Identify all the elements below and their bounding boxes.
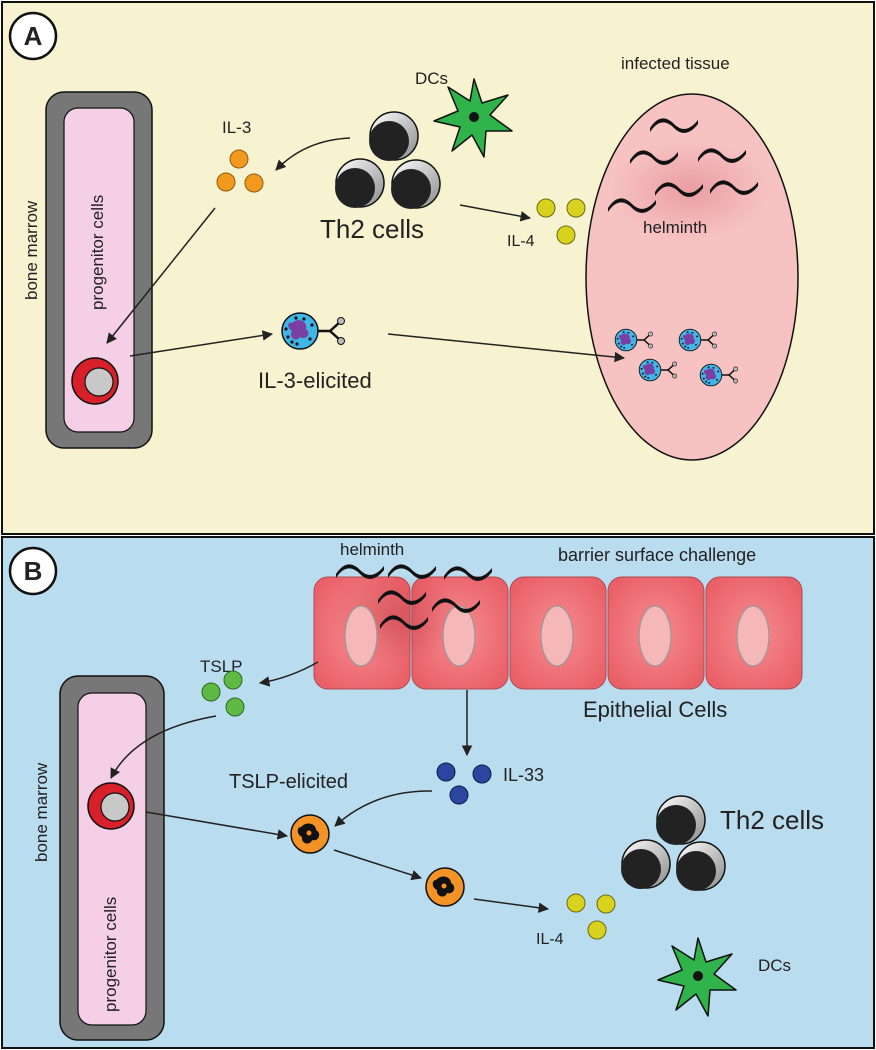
th2-b-label: Th2 cells [720, 805, 824, 835]
barrier-label: barrier surface challenge [558, 545, 756, 565]
panel-a-letter: A [24, 21, 43, 51]
il33-label: IL-33 [503, 765, 544, 785]
tslp-elicited-label: TSLP-elicited [229, 771, 348, 793]
panel-a: A bone marrow progenitor cells IL-3 Th2 … [1, 1, 875, 535]
dcs-label: DCs [415, 69, 448, 88]
il4-b-label: IL-4 [536, 931, 564, 948]
panel-b: B barrier surface challenge helminth Epi… [1, 536, 875, 1049]
il33-dots [436, 762, 492, 805]
tslp-dots [201, 670, 245, 717]
progenitor-b-label: progenitor cells [101, 897, 120, 1012]
helminth-b-label: helminth [340, 540, 404, 559]
bone-marrow-label: bone marrow [22, 200, 41, 300]
tslp-basophil-1 [290, 814, 330, 854]
tslp-basophil-2 [425, 867, 465, 907]
dcs-b-label: DCs [758, 956, 791, 975]
il3-dots [216, 149, 264, 193]
panel-a-arrows [106, 137, 626, 363]
il3-label: IL-3 [222, 118, 251, 137]
helminth-label: helminth [643, 218, 707, 237]
progenitor-cells-label: progenitor cells [88, 195, 107, 310]
panel-b-letter: B [24, 556, 43, 586]
progenitor-cell-b [87, 782, 135, 830]
th2-label: Th2 cells [320, 214, 424, 244]
panel-b-badge [8, 546, 58, 596]
progenitor-compartment [63, 107, 135, 433]
il4-b-dots [566, 893, 616, 940]
panel-a-badge [8, 11, 58, 61]
il4-label: IL-4 [507, 233, 535, 250]
panel-b-arrows [110, 661, 550, 913]
bone-marrow-b-label: bone marrow [32, 762, 51, 862]
il4-dots [536, 198, 586, 245]
il3-elicited-label: IL-3-elicited [258, 368, 372, 393]
epithelial-cells [313, 575, 803, 690]
epithelial-label: Epithelial Cells [583, 697, 727, 722]
infected-tissue-label: infected tissue [621, 54, 730, 73]
progenitor-cell [71, 357, 119, 405]
progenitor-compartment-b [77, 692, 147, 1026]
